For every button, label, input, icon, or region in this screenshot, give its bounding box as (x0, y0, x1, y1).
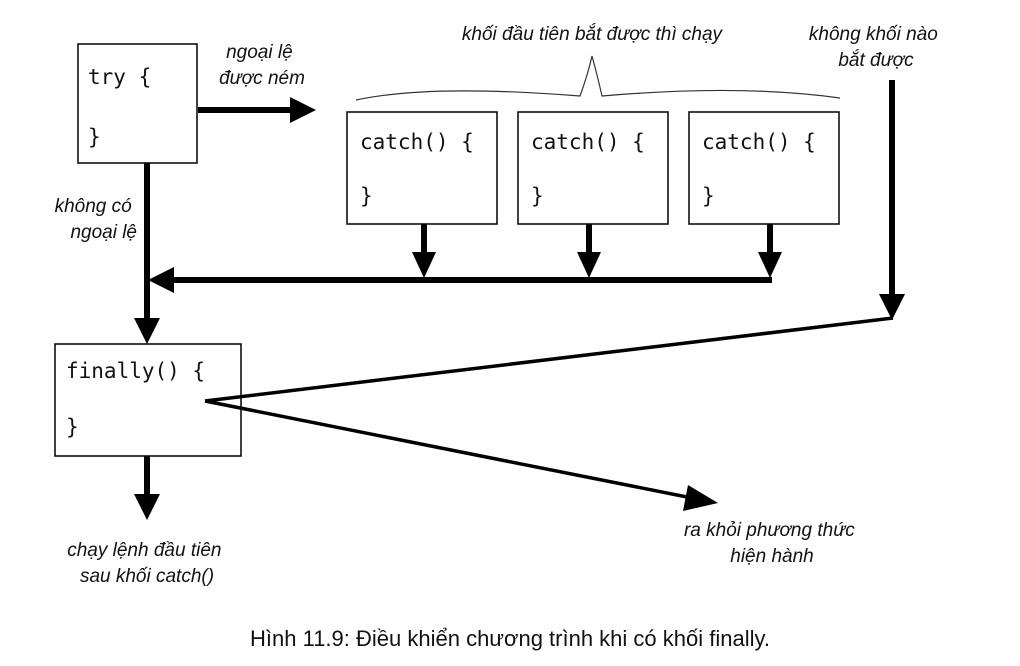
exception-thrown-label: ngoại lệ được ném (219, 42, 305, 89)
no-catch-arrow (204, 80, 905, 403)
catch-block-1: catch() { } (346, 111, 498, 225)
catch-2-close-text: } (531, 184, 544, 208)
catch-2-down-arrow (577, 224, 601, 278)
catch-1-open-text: catch() { (360, 130, 474, 154)
exit-method-label: ra khỏi phương thức hiện hành (684, 520, 860, 567)
finally-open-text: finally() { (66, 359, 205, 383)
try-open-text: try { (88, 65, 151, 89)
exception-thrown-arrow (198, 97, 316, 123)
catch-block-3: catch() { } (688, 111, 840, 225)
catch-1-down-arrow (412, 224, 436, 278)
catch-3-down-arrow (758, 224, 782, 278)
run-next-arrow (134, 456, 160, 520)
no-exception-label: không có ngoại lệ (55, 196, 137, 243)
finally-close-text: } (66, 415, 79, 439)
catch-1-close-text: } (360, 184, 373, 208)
catch-2-open-text: catch() { (531, 130, 645, 154)
exit-method-arrow (204, 399, 718, 511)
try-close-text: } (88, 125, 101, 149)
first-catch-runs-label: khối đầu tiên bắt được thì chạy (462, 24, 724, 45)
try-block: try { } (77, 43, 198, 164)
run-next-label: chạy lệnh đầu tiên sau khối catch() (67, 540, 227, 587)
catch-group-brace (355, 55, 841, 101)
catch-merge-arrow (148, 267, 772, 293)
catch-block-2: catch() { } (517, 111, 669, 225)
catch-3-close-text: } (702, 184, 715, 208)
catch-3-open-text: catch() { (702, 130, 816, 154)
figure-caption: Hình 11.9: Điều khiển chương trình khi c… (250, 626, 770, 651)
finally-block: finally() { } (54, 343, 242, 457)
no-exception-arrow (134, 163, 160, 344)
no-catch-label: không khối nào bắt được (809, 24, 943, 71)
